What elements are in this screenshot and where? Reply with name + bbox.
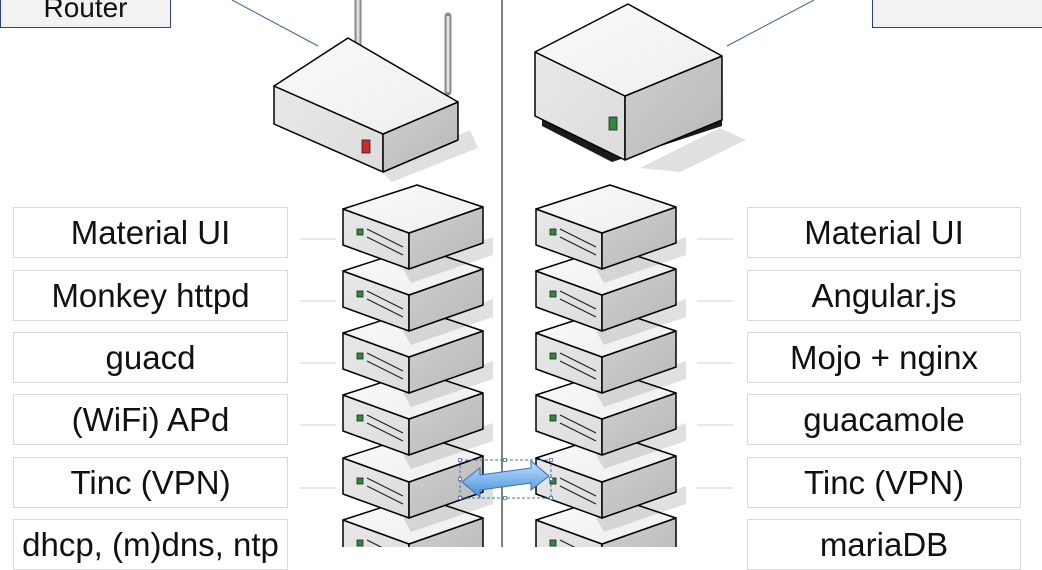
- server-label-box: [872, 0, 1042, 28]
- router-callout-line: [231, 0, 319, 47]
- server-led: [608, 116, 618, 131]
- server-icon: [535, 433, 686, 532]
- server-icon: [342, 495, 484, 547]
- selection-handle: [549, 496, 553, 500]
- arrow-shape: [461, 459, 550, 499]
- server-icon: [535, 308, 686, 407]
- server-icon: [342, 184, 493, 283]
- right-stack-label: Material UI: [747, 207, 1021, 258]
- right-stack-label: Angular.js: [747, 270, 1021, 321]
- left-stack-label: Monkey httpd: [13, 270, 288, 321]
- server-callout-line: [726, 0, 815, 47]
- left-stack-label: guacd: [13, 332, 288, 383]
- right-stack-label: Tinc (VPN): [747, 457, 1021, 508]
- server-icon: [342, 246, 493, 345]
- double-arrow-icon: [458, 458, 553, 500]
- router-label-box: Router: [0, 0, 171, 28]
- server-box-icon: [534, 3, 746, 172]
- left-stack-label: Tinc (VPN): [13, 457, 288, 508]
- diagram-canvas: [231, 0, 815, 547]
- server-icon: [535, 495, 677, 547]
- selection-handle: [549, 458, 553, 462]
- selection-handle: [458, 477, 462, 481]
- server-icon: [535, 184, 686, 283]
- selection-handle: [458, 458, 462, 462]
- right-stack-label: Mojo + nginx: [747, 332, 1021, 383]
- server-icon: [535, 246, 686, 345]
- left-stack-label: (WiFi) APd: [13, 394, 288, 445]
- server-icon: [342, 433, 493, 532]
- right-stack-label: guacamole: [747, 394, 1021, 445]
- left-stack-label: dhcp, (m)dns, ntp: [13, 519, 288, 570]
- router-led: [361, 139, 371, 154]
- server-icon: [342, 308, 493, 407]
- selection-handle: [549, 477, 553, 481]
- router-icon: [273, 0, 478, 182]
- server-icon: [535, 370, 686, 469]
- router-label: Router: [43, 0, 128, 23]
- selection-handle: [458, 496, 462, 500]
- selection-handle: [503, 458, 507, 462]
- server-icon: [342, 370, 493, 469]
- right-stack-label: mariaDB: [747, 519, 1021, 570]
- left-stack-label: Material UI: [13, 207, 288, 258]
- selection-handle: [503, 496, 507, 500]
